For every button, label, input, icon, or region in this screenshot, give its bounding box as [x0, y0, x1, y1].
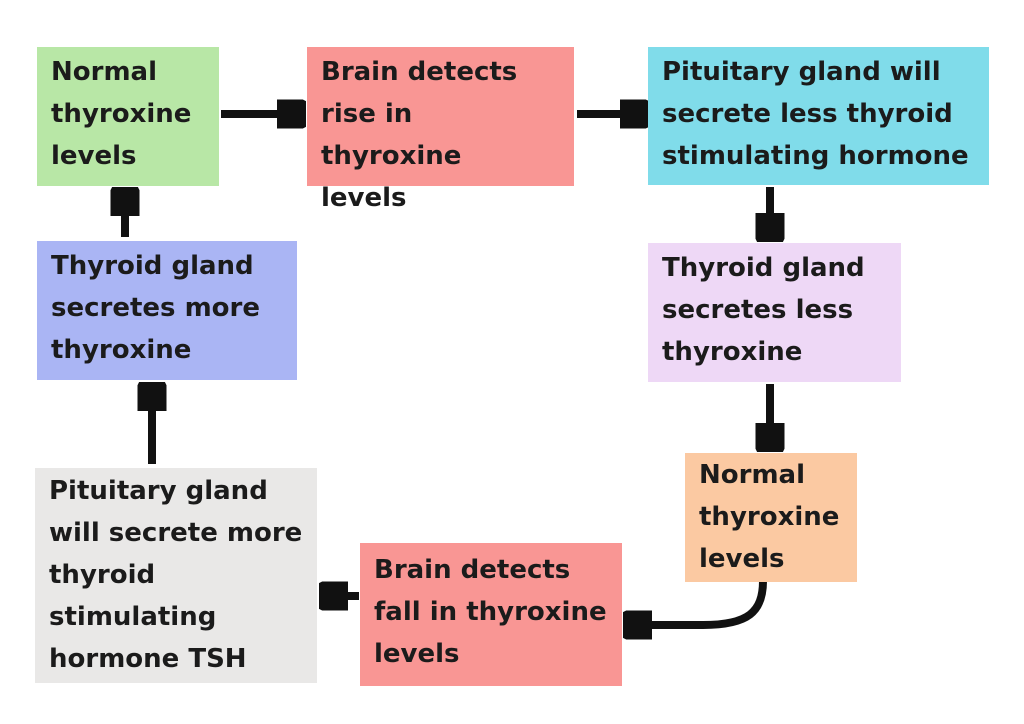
box-brain-detects-fall: Brain detects fall in thyroxine levels: [360, 543, 622, 686]
box-thyroid-secretes-less: Thyroid gland secretes less thyroxine: [648, 243, 901, 382]
box-pituitary-secretes-less-tsh: Pituitary gland will secrete less thyroi…: [648, 47, 989, 185]
box-normal-thyroxine-levels-mid: Normal thyroxine levels: [685, 453, 857, 582]
box-pituitary-secretes-more-tsh: Pituitary gland will secrete more thyroi…: [35, 468, 317, 683]
box-brain-detects-rise: Brain detects rise in thyroxine levels: [307, 47, 574, 213]
box-normal-thyroxine-levels-start: Normal thyroxine levels: [37, 47, 219, 186]
arrow-normal-mid-to-brain-fall-curved: [646, 580, 767, 625]
box-thyroid-secretes-more: Thyroid gland secretes more thyroxine: [37, 241, 297, 380]
